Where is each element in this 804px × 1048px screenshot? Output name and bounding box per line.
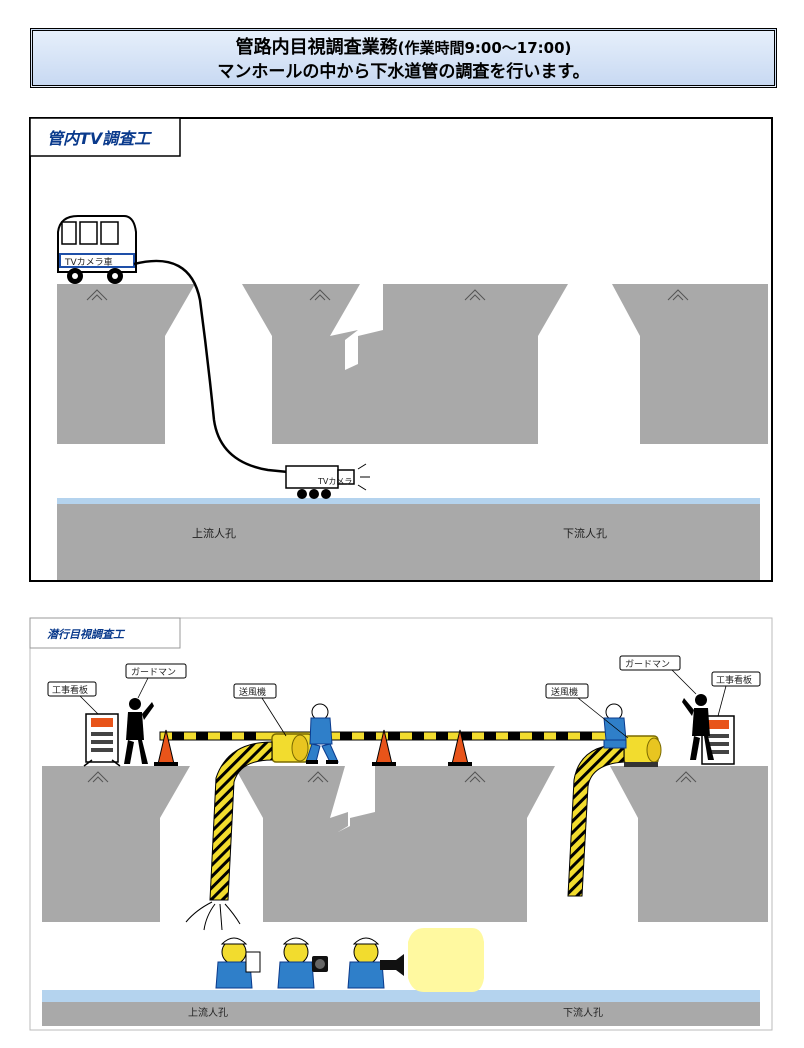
panel-visual-inspection: 潜行目視調査工 bbox=[29, 617, 773, 1031]
panel1-title-box bbox=[29, 117, 181, 157]
sign-left-label: 工事看板 bbox=[52, 684, 88, 696]
blower-left-label: 送風機 bbox=[239, 686, 266, 698]
panel1-ground-block-3 bbox=[345, 284, 568, 444]
panel2-upstream-label: 上流人孔 bbox=[188, 1006, 228, 1019]
construction-sign-left bbox=[83, 713, 121, 767]
guardman-left bbox=[124, 698, 154, 764]
tv-cable bbox=[133, 259, 289, 474]
panel2-pipe-bed bbox=[42, 1002, 760, 1026]
blower-left bbox=[271, 733, 313, 763]
tv-camera-label: TVカメラ bbox=[317, 477, 352, 486]
tv-camera-truck: TVカメラ車 bbox=[57, 215, 137, 284]
traffic-cones bbox=[154, 729, 472, 766]
worker-top-left bbox=[305, 703, 339, 764]
guard-right-label: ガードマン bbox=[625, 659, 670, 670]
air-duct-left bbox=[209, 741, 273, 901]
panel1-downstream-label: 下流人孔 bbox=[563, 526, 607, 540]
panel1-pipe-bed bbox=[57, 504, 760, 580]
tv-camera-robot: TVカメラ bbox=[285, 463, 370, 499]
panel2-title: 潜行目視調査工 bbox=[47, 628, 126, 641]
header-title: 管路内目視調査業務 bbox=[235, 37, 398, 58]
header-hours: (作業時間9:00～17:00) bbox=[397, 39, 572, 57]
light-beam bbox=[408, 928, 484, 992]
panel2-ground-block-1 bbox=[42, 766, 190, 922]
header-title-line: 管路内目視調査業務(作業時間9:00～17:00) bbox=[33, 36, 774, 60]
panel2-ground-block-2 bbox=[234, 766, 348, 922]
panel2-cover-marks bbox=[87, 771, 697, 783]
callout-labels: 工事看板 ガードマン 送風機 送風機 ガードマン 工事看板 bbox=[47, 655, 761, 739]
camera-truck-label: TVカメラ車 bbox=[64, 256, 113, 268]
air-duct-right bbox=[567, 743, 625, 897]
guard-left-label: ガードマン bbox=[131, 667, 176, 678]
worker-top-right bbox=[603, 703, 627, 749]
pipe-worker-3 bbox=[347, 937, 404, 989]
panel1-ground-block-2 bbox=[242, 284, 360, 444]
panel1-upstream-label: 上流人孔 bbox=[192, 526, 236, 540]
panel1-ground-block-1 bbox=[57, 284, 195, 444]
guardman-right bbox=[682, 694, 714, 760]
blower-right-label: 送風機 bbox=[551, 686, 578, 698]
panel2-ground-block-3 bbox=[338, 766, 555, 922]
panel2-ground-block-4 bbox=[610, 766, 768, 922]
header-subtitle: マンホールの中から下水道管の調査を行います。 bbox=[217, 62, 590, 82]
air-flow-lines bbox=[185, 901, 241, 931]
panel1-sewer-pipe bbox=[57, 498, 760, 504]
blower-right bbox=[623, 735, 662, 767]
sign-right-label: 工事看板 bbox=[716, 674, 752, 686]
pipe-worker-2 bbox=[277, 937, 328, 989]
panel1-title: 管内TV調査工 bbox=[47, 129, 152, 148]
panel1-ground-block-4 bbox=[612, 284, 768, 444]
panel2-title-box bbox=[29, 617, 181, 649]
pipe-worker-1 bbox=[215, 937, 261, 989]
header-banner: 管路内目視調査業務(作業時間9:00～17:00) マンホールの中から下水道管の… bbox=[30, 28, 777, 88]
panel1-cover-marks bbox=[86, 289, 689, 301]
panel-tv-inspection: 管内TV調査工 上流人孔 下流人孔 bbox=[29, 117, 773, 582]
panel2-sewer-pipe bbox=[42, 990, 760, 1002]
panel2-downstream-label: 下流人孔 bbox=[563, 1006, 603, 1019]
